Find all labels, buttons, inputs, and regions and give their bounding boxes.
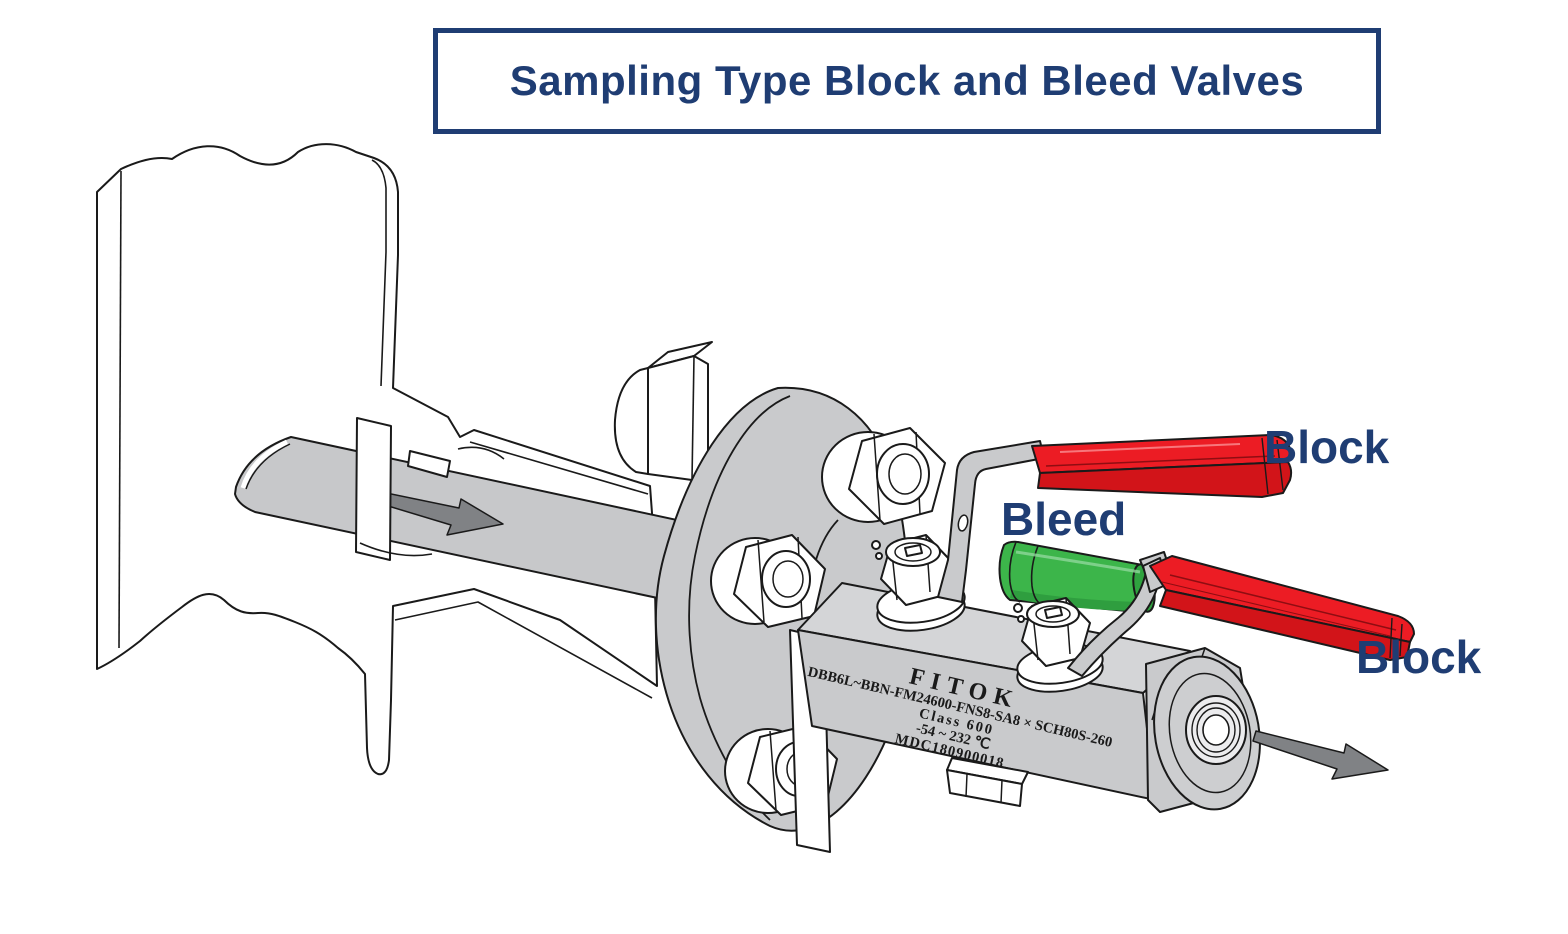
stem-pin-1 (871, 540, 881, 550)
nozzle-wedge-lower-edge (394, 601, 653, 699)
block-valve-1-stem (871, 534, 966, 632)
bolt-face-ring-inner (888, 453, 922, 495)
nozzle-lower-collar (359, 542, 433, 557)
wall-edge-foreground (355, 417, 505, 561)
label-bleed-valve: Bleed (1001, 493, 1127, 545)
nozzle-ledge-inner (469, 441, 649, 495)
block-valve-1-handle (1031, 434, 1293, 498)
block-valve-2-handle (1142, 555, 1415, 661)
handle2-top-face (1149, 555, 1415, 643)
hex-fitting-facet-line (691, 355, 695, 481)
bleed-knob-shadow (1010, 590, 1138, 611)
wall-right-edge-strip (355, 417, 392, 561)
stem-top-ring-inner (894, 542, 932, 562)
outlet-bore-thread-2 (1196, 707, 1236, 753)
hex-fitting-neck (613, 367, 649, 475)
bottom-plug-facets (965, 773, 1003, 804)
handle1-front-face (1037, 461, 1293, 498)
stem-top-ring-inner (1035, 605, 1071, 623)
handle1-end-folds (1261, 437, 1284, 495)
flow-channel-cut-face (240, 439, 289, 489)
nozzle-upper-collar (457, 446, 505, 460)
handle2-panel-line-1 (1169, 574, 1397, 631)
flange-rim-line (688, 395, 791, 821)
outlet-bore-thread-1 (1191, 702, 1241, 758)
hex-fitting-front-face (647, 355, 709, 481)
bleed-knob-rib-2 (1030, 545, 1043, 606)
bottom-plug-front-face (946, 769, 1023, 807)
diagram-title-box: Sampling Type Block and Bleed Valves (433, 28, 1381, 134)
outlet-bore-hole (1202, 714, 1230, 746)
pipe-wall-inner-edge (118, 170, 122, 649)
nozzle-ledge-corner (407, 450, 451, 478)
valve-outlet-port (1145, 647, 1261, 813)
stem-square-drive (1044, 606, 1063, 619)
stem-square-drive (904, 544, 923, 557)
handle-bracket-hole (957, 514, 969, 532)
outlet-flow-arrow-icon (1252, 730, 1389, 780)
diagram-title: Sampling Type Block and Bleed Valves (509, 57, 1305, 104)
handle2-end-folds (1389, 617, 1403, 659)
flange-bolt-top (821, 427, 946, 525)
label-block-valve-2: Block (1356, 631, 1482, 683)
handle1-hem-line (1045, 455, 1276, 467)
handle2-front-face (1159, 589, 1411, 661)
handle2-panel-line-2 (1161, 581, 1391, 637)
outlet-end-face-ring (1168, 672, 1252, 794)
stem-pin-1 (1013, 603, 1023, 613)
nozzle-hex-fitting (613, 341, 713, 481)
pipe-wall-corner-inner (371, 159, 387, 387)
bleed-knob-highlight (1015, 550, 1141, 574)
bleed-knob-rib-1 (1008, 541, 1021, 603)
valve-bottom-plug (946, 757, 1029, 807)
handle1-highlight (1059, 443, 1241, 453)
label-block-valve-1: Block (1264, 421, 1390, 473)
stem-pin-2 (875, 552, 883, 560)
flange-bolt-middle (710, 534, 826, 628)
stem-pin-2 (1017, 615, 1025, 623)
flow-channel-cut-face-line (245, 443, 291, 490)
bolt-face-ring-inner (772, 560, 804, 598)
